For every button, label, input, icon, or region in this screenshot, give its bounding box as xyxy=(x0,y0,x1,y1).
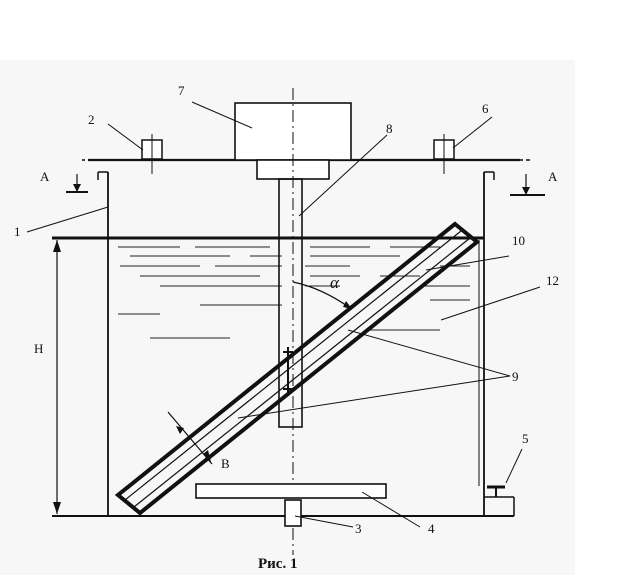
shaft-markers xyxy=(283,347,293,393)
label-7: 7 xyxy=(178,83,185,98)
label-9: 9 xyxy=(512,369,519,384)
label-4: 4 xyxy=(428,521,435,536)
liquid-hatching xyxy=(118,246,470,339)
angle-label: α xyxy=(330,273,340,292)
impeller-disk xyxy=(195,483,387,499)
section-label-left: A xyxy=(40,169,50,184)
inclined-tube-inner-a xyxy=(124,230,462,501)
width-label: B xyxy=(221,456,230,471)
label-10: 10 xyxy=(512,233,525,248)
section-label-right: A xyxy=(548,169,558,184)
label-2: 2 xyxy=(88,112,95,127)
height-label: H xyxy=(34,341,43,356)
inclined-tube-inner-b xyxy=(133,237,471,508)
leader-lines xyxy=(26,101,541,528)
label-3: 3 xyxy=(355,521,362,536)
label-5: 5 xyxy=(522,431,529,446)
label-12: 12 xyxy=(546,273,559,288)
inclined-tube-outer xyxy=(114,221,481,516)
label-8: 8 xyxy=(386,121,393,136)
impeller-shaft xyxy=(278,178,303,428)
bottom-bearing xyxy=(284,499,302,527)
label-6: 6 xyxy=(482,101,489,116)
label-1: 1 xyxy=(14,224,21,239)
figure-caption: Рис. 1 xyxy=(258,556,297,572)
